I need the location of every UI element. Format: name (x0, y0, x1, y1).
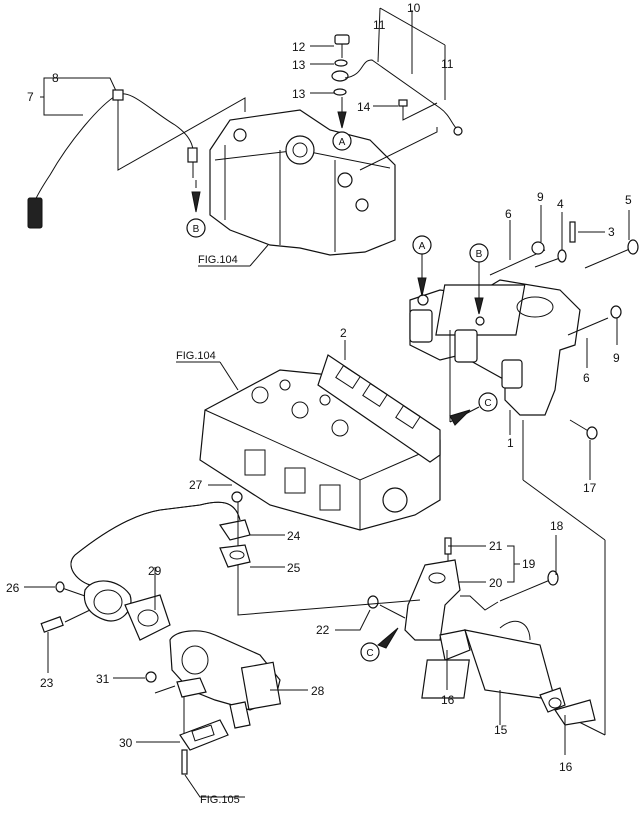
part-label-10[interactable]: 10 (407, 1, 421, 15)
oil-pipe-assembly (331, 7, 463, 171)
connector-c-manifold: C (449, 330, 498, 426)
cylinder-head (199, 369, 441, 531)
connector-b-top: B (186, 218, 206, 238)
connector-b-label: B (476, 249, 483, 260)
part-label-13a[interactable]: 13 (292, 58, 306, 72)
part-label-15[interactable]: 15 (494, 723, 508, 737)
part-label-14[interactable]: 14 (357, 100, 371, 114)
egr-leaders (335, 535, 566, 755)
manifold-fasteners (489, 221, 639, 440)
part-label-22[interactable]: 22 (316, 623, 330, 637)
part-label-18[interactable]: 18 (550, 519, 564, 533)
part-label-25[interactable]: 25 (287, 561, 301, 575)
part-label-3[interactable]: 3 (608, 225, 615, 239)
connector-a-manifold: A (412, 235, 432, 297)
part-label-27[interactable]: 27 (189, 478, 203, 492)
part-label-20[interactable]: 20 (489, 576, 503, 590)
fig104-top-callout: FIG.104 (198, 244, 269, 267)
part-label-12[interactable]: 12 (292, 40, 306, 54)
part-label-7[interactable]: 7 (27, 90, 34, 104)
part-label-6b[interactable]: 6 (583, 371, 590, 385)
connector-c-label: C (484, 398, 491, 409)
part-label-23[interactable]: 23 (40, 676, 54, 690)
part-label-5[interactable]: 5 (625, 193, 632, 207)
part-label-4[interactable]: 4 (557, 197, 564, 211)
fig104-head-callout: FIG.104 (176, 350, 239, 391)
part-label-21[interactable]: 21 (489, 539, 503, 553)
egr-pipe (40, 491, 421, 641)
egr-valve (145, 630, 282, 775)
connector-b-manifold: B (469, 243, 489, 315)
fig104-head-label[interactable]: FIG.104 (176, 350, 216, 362)
connector-b-label: B (193, 224, 200, 235)
part-label-9b[interactable]: 9 (613, 351, 620, 365)
part-label-26[interactable]: 26 (6, 581, 20, 595)
part-labels: 7 8 10 11 11 12 13 13 14 6 9 4 3 5 9 6 2… (6, 1, 632, 774)
part-label-19[interactable]: 19 (522, 557, 536, 571)
connector-c-label: C (366, 648, 373, 659)
rocker-cover (209, 109, 396, 256)
sensor-harness (27, 77, 246, 229)
egr-cooler-assembly (367, 537, 596, 726)
manifold-gasket (317, 340, 441, 463)
fig104-top-label[interactable]: FIG.104 (198, 254, 238, 266)
fig105-callout: FIG.105 (184, 774, 245, 806)
connector-a-top: A (332, 131, 352, 151)
part-label-11a[interactable]: 11 (373, 18, 386, 32)
part-label-1[interactable]: 1 (507, 436, 514, 450)
part-label-6a[interactable]: 6 (505, 207, 512, 221)
fig105-label[interactable]: FIG.105 (200, 794, 240, 806)
part-label-16b[interactable]: 16 (559, 760, 573, 774)
part-label-16a[interactable]: 16 (441, 693, 455, 707)
part-label-31[interactable]: 31 (96, 672, 110, 686)
part-label-2[interactable]: 2 (340, 326, 347, 340)
part-label-29[interactable]: 29 (148, 564, 162, 578)
part-label-13b[interactable]: 13 (292, 87, 306, 101)
part-label-30[interactable]: 30 (119, 736, 133, 750)
exhaust-manifold (409, 279, 581, 416)
part-label-8[interactable]: 8 (52, 71, 59, 85)
part-label-24[interactable]: 24 (287, 529, 301, 543)
part-label-28[interactable]: 28 (311, 684, 325, 698)
egr-leaders-left (24, 484, 308, 743)
connector-a-label: A (419, 241, 426, 252)
part-label-17[interactable]: 17 (583, 481, 597, 495)
connector-c-egr: C (360, 627, 399, 662)
part-label-11b[interactable]: 11 (441, 57, 454, 71)
connector-a-label: A (339, 137, 346, 148)
part-label-9a[interactable]: 9 (537, 190, 544, 204)
manifold-leaders (509, 205, 630, 736)
